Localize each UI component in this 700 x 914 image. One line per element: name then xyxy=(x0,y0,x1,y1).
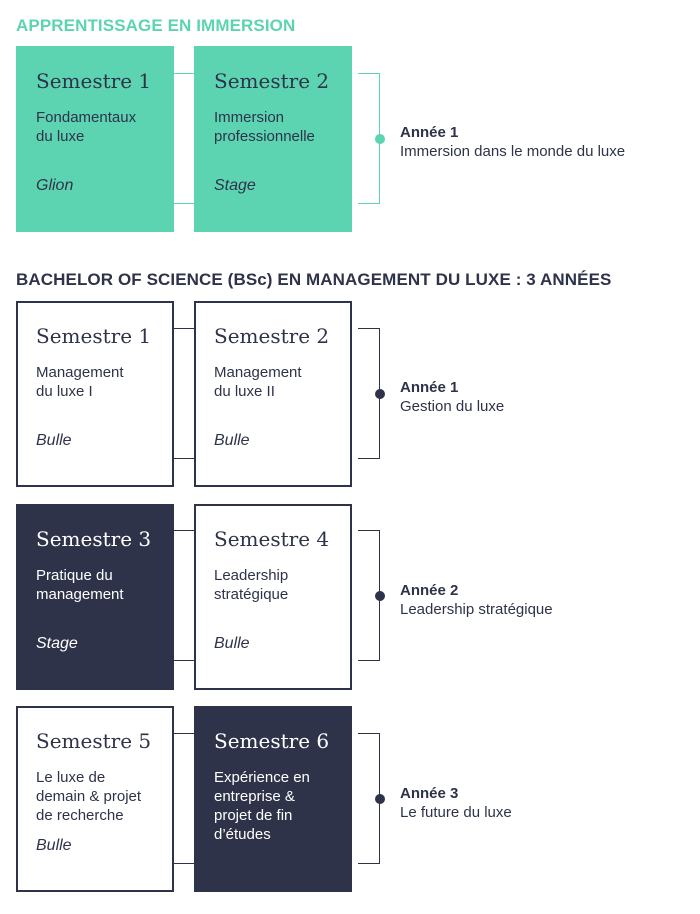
course-location: Glion xyxy=(36,177,74,194)
year-description: Leadership stratégique xyxy=(400,601,553,618)
connector-line xyxy=(174,73,194,74)
course-location: Bulle xyxy=(214,432,250,449)
semester-label: Semestre 3 xyxy=(36,527,152,551)
year-label-immersion: Année 1 Immersion dans le monde du luxe xyxy=(400,123,625,161)
year-number: Année 1 xyxy=(400,379,459,396)
year-label-bsc-3: Année 3 Le future du luxe xyxy=(400,784,512,822)
year-marker-dot xyxy=(375,794,385,804)
course-name: Pratique du management xyxy=(36,567,124,603)
semester-label: Semestre 2 xyxy=(214,69,330,93)
semester-card-bsc-5: Semestre 5 Le luxe de demain & projet de… xyxy=(16,706,174,892)
course-location: Bulle xyxy=(214,635,250,652)
course-name: Expérience en entreprise & projet de fin… xyxy=(214,769,310,843)
course-location: Bulle xyxy=(36,432,72,449)
semester-card-bsc-6: Semestre 6 Expérience en entreprise & pr… xyxy=(194,706,352,892)
semester-label: Semestre 4 xyxy=(214,527,330,551)
course-location: Bulle xyxy=(36,837,72,854)
year-description: Gestion du luxe xyxy=(400,398,505,415)
connector-line xyxy=(174,328,194,329)
course-name: Fondamentaux du luxe xyxy=(36,109,137,145)
semester-card-bsc-1: Semestre 1 Management du luxe I Bulle xyxy=(16,301,174,487)
year-marker-dot xyxy=(375,389,385,399)
semester-label: Semestre 2 xyxy=(214,324,330,348)
course-name: Le luxe de demain & projet de recherche xyxy=(36,769,142,824)
semester-label: Semestre 1 xyxy=(36,69,152,93)
year-marker-dot xyxy=(375,591,385,601)
year-number: Année 1 xyxy=(400,124,459,141)
section-title-immersion: APPRENTISSAGE EN IMMERSION xyxy=(16,16,296,35)
connector-line xyxy=(174,458,194,459)
course-location: Stage xyxy=(214,177,256,194)
connector-line xyxy=(174,530,194,531)
course-name: Management du luxe I xyxy=(36,364,124,400)
semester-card-bsc-2: Semestre 2 Management du luxe II Bulle xyxy=(194,301,352,487)
year-description: Immersion dans le monde du luxe xyxy=(400,143,626,160)
year-number: Année 3 xyxy=(400,785,459,802)
connector-line xyxy=(174,203,194,204)
semester-card-immersion-1: Semestre 1 Fondamentaux du luxe Glion xyxy=(16,46,174,232)
semester-label: Semestre 5 xyxy=(36,729,152,753)
course-name: Immersion professionnelle xyxy=(214,109,315,145)
connector-line xyxy=(174,733,194,734)
year-marker-dot xyxy=(375,134,385,144)
semester-card-bsc-3: Semestre 3 Pratique du management Stage xyxy=(16,504,174,690)
connector-line xyxy=(174,660,194,661)
semester-label: Semestre 1 xyxy=(36,324,152,348)
year-number: Année 2 xyxy=(400,582,459,599)
course-name: Leadership stratégique xyxy=(214,567,289,603)
year-description: Le future du luxe xyxy=(400,804,512,821)
semester-label: Semestre 6 xyxy=(214,729,330,753)
course-name: Management du luxe II xyxy=(214,364,302,400)
semester-card-immersion-2: Semestre 2 Immersion professionnelle Sta… xyxy=(194,46,352,232)
section-title-bsc: BACHELOR OF SCIENCE (BSc) EN MANAGEMENT … xyxy=(16,270,612,289)
semester-card-bsc-4: Semestre 4 Leadership stratégique Bulle xyxy=(194,504,352,690)
course-location: Stage xyxy=(36,635,78,652)
year-label-bsc-2: Année 2 Leadership stratégique xyxy=(400,581,553,619)
connector-line xyxy=(174,863,194,864)
year-label-bsc-1: Année 1 Gestion du luxe xyxy=(400,378,504,416)
